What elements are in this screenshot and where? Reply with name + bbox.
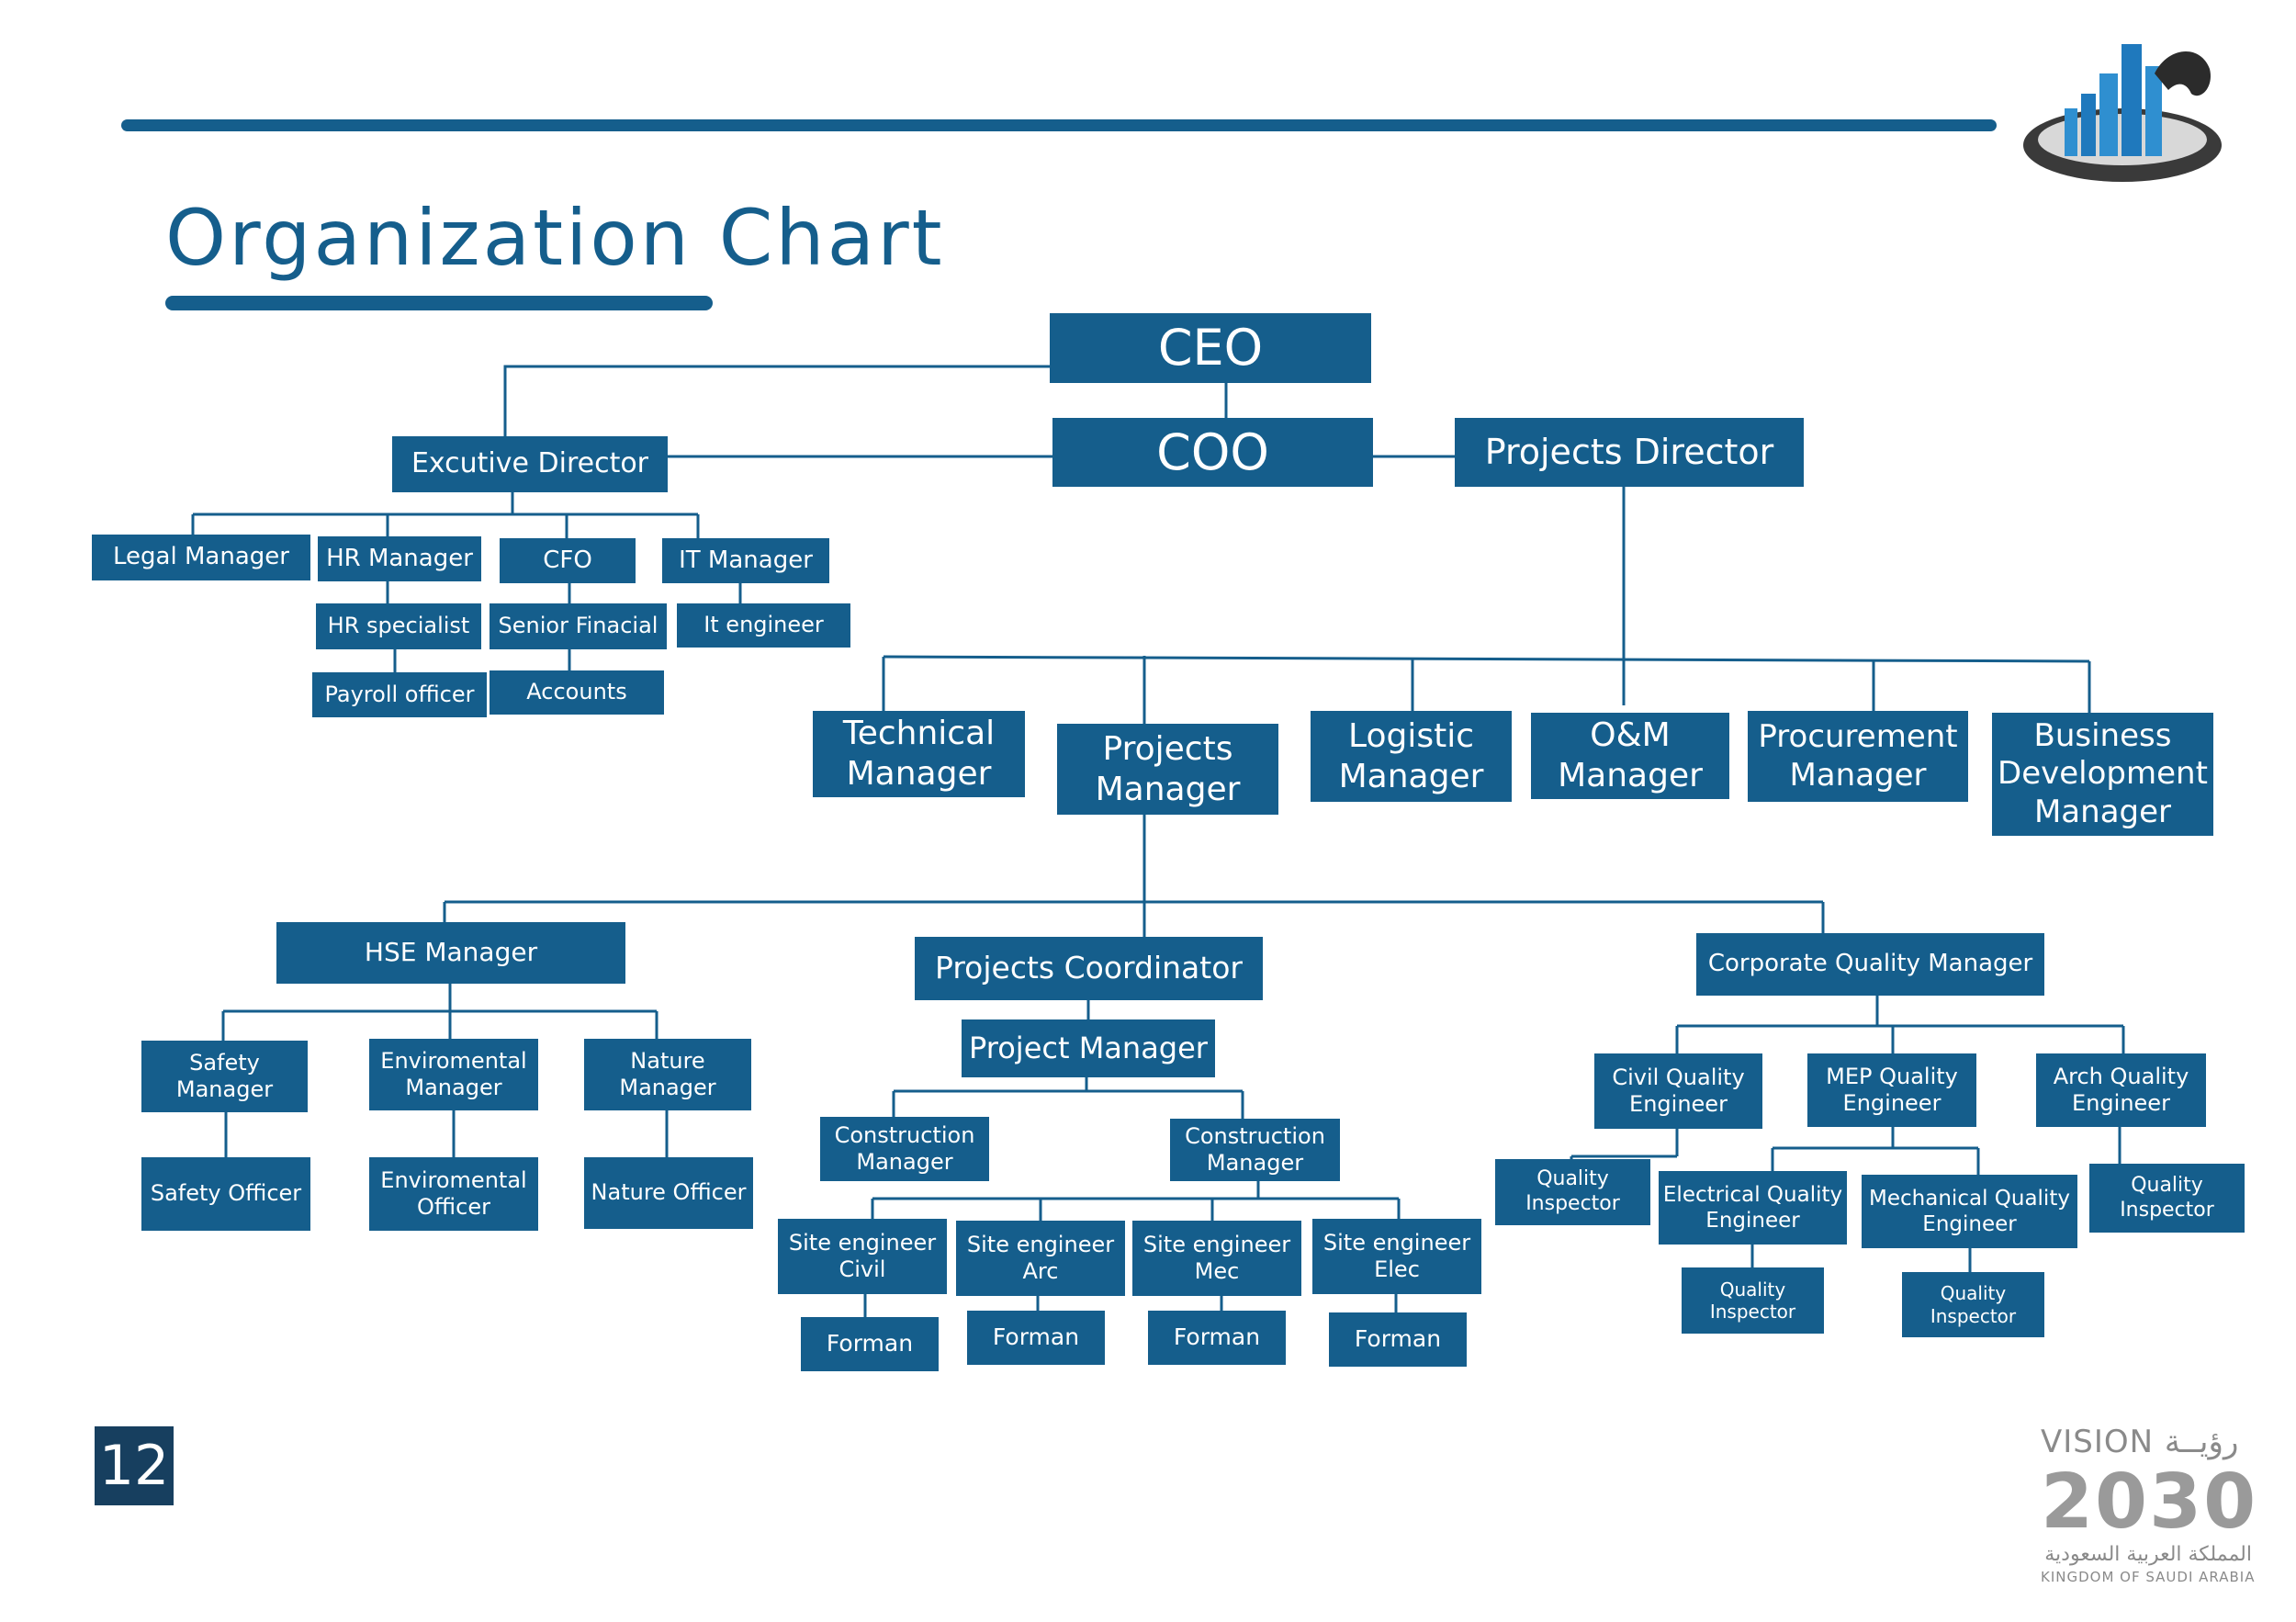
org-box-cm1: Construction Manager [820, 1117, 989, 1181]
vision-2030-logo: VISION رؤيــة 2030 المملكة العربية السعو… [2041, 1424, 2261, 1589]
org-box-logistic: Logistic Manager [1311, 711, 1512, 802]
org-box-projcoord: Projects Coordinator [915, 937, 1263, 1000]
org-box-pm: Project Manager [962, 1019, 1215, 1077]
org-box-forman2: Forman [967, 1311, 1105, 1365]
org-box-hrspec: HR specialist [316, 603, 481, 649]
page-title: Organization Chart [165, 193, 945, 283]
vision-line3: المملكة العربية السعودية [2044, 1543, 2252, 1566]
org-box-safetyoff: Safety Officer [141, 1157, 310, 1231]
org-box-forman3: Forman [1148, 1311, 1286, 1365]
org-box-forman1: Forman [801, 1317, 939, 1371]
org-box-searc: Site engineer Arc [956, 1221, 1125, 1296]
org-box-procure: Procurement Manager [1748, 711, 1968, 802]
org-box-ceo: CEO [1050, 313, 1371, 383]
org-box-forman4: Forman [1329, 1312, 1467, 1367]
org-box-envmgr: Enviromental Manager [369, 1039, 538, 1110]
page-number-badge: 12 [95, 1426, 174, 1505]
org-box-qi1: Quality Inspector [1495, 1159, 1650, 1225]
org-box-civilq: Civil Quality Engineer [1594, 1053, 1762, 1129]
org-box-envoff: Enviromental Officer [369, 1157, 538, 1231]
vision-line2: 2030 [2041, 1459, 2258, 1546]
org-box-exec: Excutive Director [392, 436, 668, 492]
org-box-elecq: Electrical Quality Engineer [1659, 1171, 1847, 1245]
org-box-legal: Legal Manager [92, 535, 310, 580]
org-box-accounts: Accounts [490, 670, 664, 715]
org-box-mechq: Mechanical Quality Engineer [1862, 1175, 2077, 1248]
org-box-projdir: Projects Director [1455, 418, 1804, 487]
org-box-natureoff: Nature Officer [584, 1157, 753, 1229]
header-rule [121, 119, 1997, 131]
org-box-cm2: Construction Manager [1170, 1119, 1340, 1181]
org-box-seelec: Site engineer Elec [1312, 1219, 1481, 1294]
org-box-hse: HSE Manager [276, 922, 625, 984]
org-box-tech: Technical Manager [813, 711, 1025, 797]
org-box-seniorfin: Senior Finacial [490, 603, 667, 649]
org-box-coo: COO [1052, 418, 1373, 487]
org-box-archq: Arch Quality Engineer [2036, 1053, 2206, 1127]
org-box-cfo: CFO [500, 538, 636, 583]
org-box-safetymgr: Safety Manager [141, 1041, 308, 1112]
org-box-qi4: Quality Inspector [2089, 1164, 2245, 1233]
org-box-iteng: It engineer [677, 603, 850, 648]
org-box-bizdev: Business Development Manager [1992, 713, 2213, 836]
org-box-payroll: Payroll officer [312, 672, 487, 717]
org-box-mepq: MEP Quality Engineer [1807, 1053, 1976, 1127]
org-box-projmgr: Projects Manager [1057, 724, 1278, 815]
connector-lines [191, 365, 2125, 1317]
title-underline [165, 296, 713, 310]
org-box-semec: Site engineer Mec [1132, 1221, 1301, 1296]
org-box-it: IT Manager [662, 538, 829, 583]
org-box-secivil: Site engineer Civil [778, 1219, 947, 1294]
org-box-hr: HR Manager [318, 536, 481, 581]
org-box-om: O&M Manager [1531, 713, 1729, 799]
org-box-qi3: Quality Inspector [1902, 1272, 2044, 1337]
org-box-qi2: Quality Inspector [1682, 1267, 1824, 1334]
building-logo-icon [2023, 44, 2222, 182]
org-box-cqm: Corporate Quality Manager [1696, 933, 2044, 996]
vision-line1: VISION رؤيــة [2041, 1424, 2239, 1460]
org-box-naturemgr: Nature Manager [584, 1039, 751, 1110]
vision-line4: KINGDOM OF SAUDI ARABIA [2041, 1569, 2256, 1585]
